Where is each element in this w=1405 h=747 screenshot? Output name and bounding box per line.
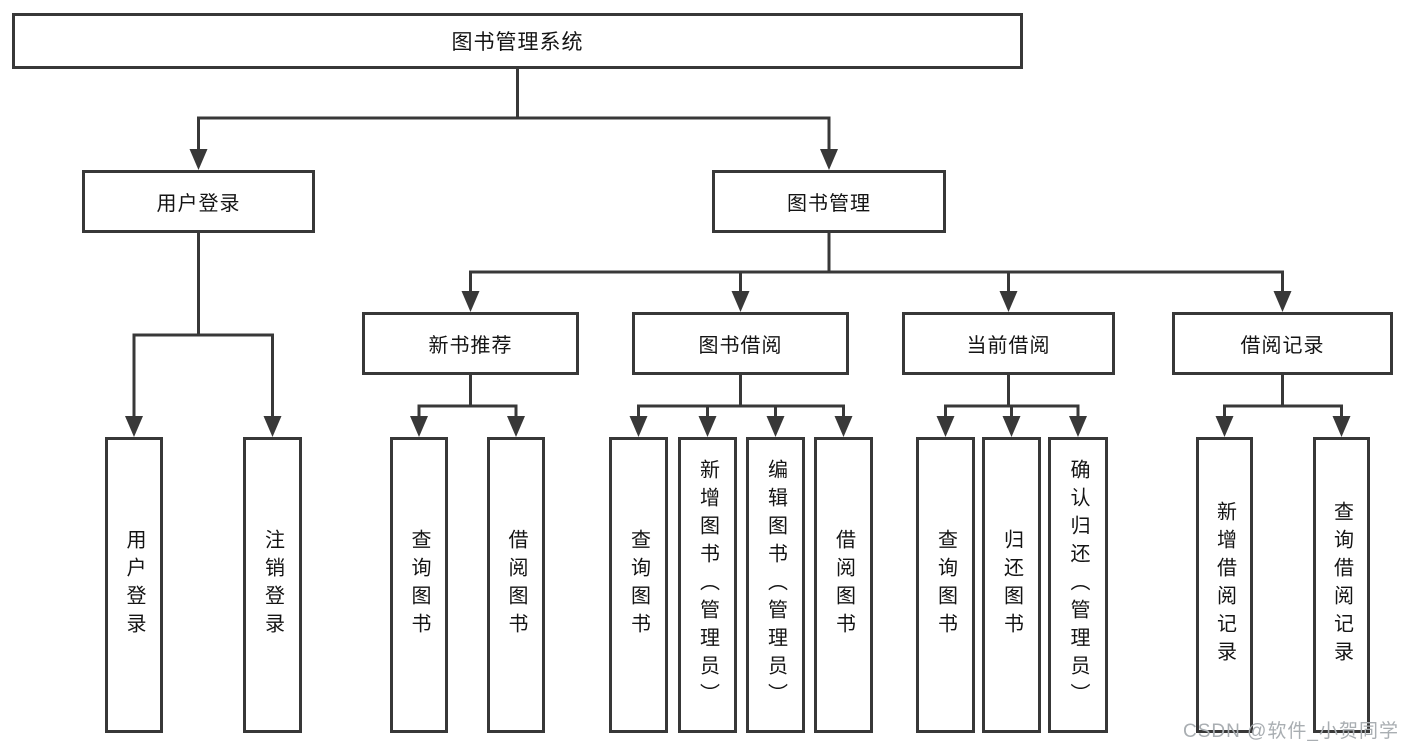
node-system-root-label: 图书管理系统 [451, 31, 584, 54]
node-current-borrowing-label: 当前借阅 [966, 335, 1051, 357]
connector-book-mgmt-branch [461, 233, 1292, 312]
connector-borrowing-branch [629, 375, 853, 437]
leaf-borrowing-edit-books-admin: 编辑图书（管理员） [746, 437, 805, 733]
leaf-newbooks-borrow-books: 借阅图书 [487, 437, 545, 733]
leaf-borrowing-edit-books-admin-label: 编辑图书（管理员） [764, 459, 787, 711]
leaf-current-confirm-return-admin-label: 确认归还（管理员） [1067, 459, 1089, 711]
leaf-current-query-books-label: 查询图书 [934, 529, 957, 641]
leaf-records-add-record-label: 新增借阅记录 [1213, 501, 1236, 669]
leaf-newbooks-query-books: 查询图书 [390, 437, 448, 733]
leaf-records-add-record: 新增借阅记录 [1196, 437, 1253, 733]
leaf-borrowing-add-books-admin-label: 新增图书（管理员） [696, 459, 719, 711]
csdn-watermark: CSDN @软件_小贺同学 [1183, 721, 1399, 742]
connector-records-branch [1215, 375, 1351, 437]
leaf-borrowing-borrow-books-label: 借阅图书 [832, 529, 855, 641]
node-book-borrowing: 图书借阅 [632, 312, 849, 375]
node-user-login: 用户登录 [82, 170, 315, 233]
connector-new-books-branch [410, 375, 525, 437]
node-borrowing-records-label: 借阅记录 [1240, 335, 1325, 357]
leaf-current-return-books: 归还图书 [982, 437, 1041, 733]
leaf-borrowing-query-books-label: 查询图书 [627, 529, 650, 641]
leaf-records-query-record-label: 查询借阅记录 [1330, 501, 1353, 669]
leaf-records-query-record: 查询借阅记录 [1313, 437, 1370, 733]
node-new-book-recommend: 新书推荐 [362, 312, 579, 375]
node-book-management: 图书管理 [712, 170, 946, 233]
node-borrowing-records: 借阅记录 [1172, 312, 1393, 375]
connector-root-to-level2 [189, 69, 838, 170]
leaf-newbooks-query-books-label: 查询图书 [408, 529, 430, 641]
node-new-book-recommend-label: 新书推荐 [428, 335, 513, 357]
leaf-current-query-books: 查询图书 [916, 437, 975, 733]
leaf-borrowing-borrow-books: 借阅图书 [814, 437, 873, 733]
leaf-user-login-label: 用户登录 [123, 529, 145, 641]
node-current-borrowing: 当前借阅 [902, 312, 1115, 375]
node-system-root: 图书管理系统 [12, 13, 1023, 69]
connector-current-branch [936, 375, 1087, 437]
node-user-login-label: 用户登录 [156, 193, 241, 215]
leaf-borrowing-add-books-admin: 新增图书（管理员） [678, 437, 737, 733]
leaf-user-login: 用户登录 [105, 437, 163, 733]
leaf-current-return-books-label: 归还图书 [1000, 529, 1023, 641]
leaf-borrowing-query-books: 查询图书 [609, 437, 668, 733]
leaf-current-confirm-return-admin: 确认归还（管理员） [1048, 437, 1108, 733]
leaf-logout: 注销登录 [243, 437, 302, 733]
node-book-borrowing-label: 图书借阅 [698, 335, 783, 357]
node-book-management-label: 图书管理 [787, 193, 871, 215]
leaf-newbooks-borrow-books-label: 借阅图书 [505, 529, 527, 641]
connector-user-login-branch [125, 233, 282, 437]
leaf-logout-label: 注销登录 [261, 529, 284, 641]
